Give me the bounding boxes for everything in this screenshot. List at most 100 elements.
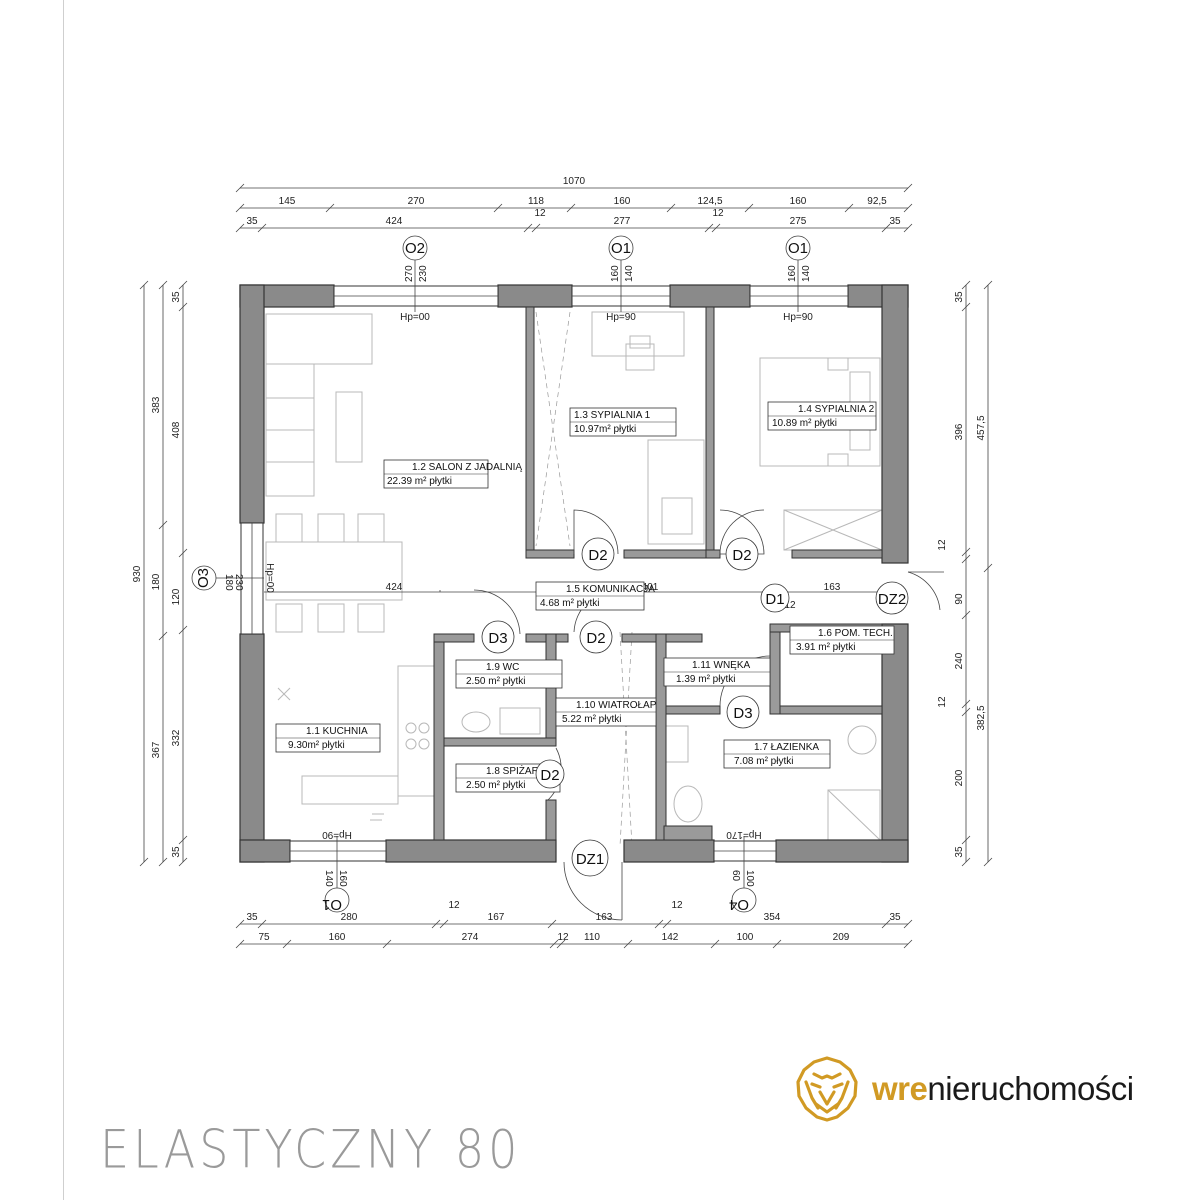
room-lazienka-area: 7.08 m² płytki bbox=[734, 756, 793, 767]
window-tag-o3: O3 bbox=[195, 568, 212, 588]
dim-bot2-100: 100 bbox=[737, 932, 754, 943]
dimension-lines-bottom: 35 280 12 167 163 12 354 35 75 160 274 1… bbox=[235, 900, 913, 949]
dim-left-383: 383 bbox=[151, 396, 162, 413]
room-pomtech: 1.6 POM. TECH. 3.91 m² płytki bbox=[789, 625, 895, 655]
room-komunikacja: 1.5 KOMUNIKACJA 4.68 m² płytki bbox=[535, 581, 655, 611]
dim-right-240: 240 bbox=[954, 652, 965, 669]
dim-right-200: 200 bbox=[954, 769, 965, 786]
dim-left2-35b: 35 bbox=[171, 846, 182, 858]
win-o2-w: 270 bbox=[404, 265, 415, 282]
dim-bot-354: 354 bbox=[764, 912, 781, 923]
inner-163: 163 bbox=[824, 582, 841, 593]
door-tag-d2b: D2 bbox=[732, 547, 751, 564]
dim-bot-12b: 12 bbox=[671, 900, 683, 911]
dimension-lines-top: 1070 145 270 118 160 124,5 160 92,5 35 4… bbox=[235, 176, 913, 233]
win-o1c-h: 140 bbox=[323, 870, 334, 887]
dim-top-160a: 160 bbox=[614, 196, 631, 207]
sill-bottom1: Hp=90 bbox=[322, 829, 352, 840]
dim-bot-280: 280 bbox=[341, 912, 358, 923]
brand-name: wrenieruchomości bbox=[872, 1070, 1134, 1108]
win-o4-h: 60 bbox=[730, 870, 741, 882]
room-sypialnia1: 1.3 SYPIALNIA 1 10.97m² płytki bbox=[569, 407, 677, 437]
room-komunikacja-name: 1.5 KOMUNIKACJA bbox=[566, 584, 655, 595]
room-lazienka: 1.7 ŁAZIENKA 7.08 m² płytki bbox=[723, 739, 831, 769]
dim-right-35b: 35 bbox=[954, 846, 965, 858]
win-o1b-h: 140 bbox=[801, 265, 812, 282]
room-salon: 1.2 SALON Z JADALNIĄ 22.39 m² płytki bbox=[383, 459, 522, 489]
brand-accent: wre bbox=[872, 1070, 928, 1107]
room-komunikacja-area: 4.68 m² płytki bbox=[540, 598, 599, 609]
room-wneka-name: 1.11 WNĘKA bbox=[692, 660, 750, 671]
walls bbox=[239, 284, 909, 863]
dim-bot2-274: 274 bbox=[462, 932, 479, 943]
page-margin-line bbox=[63, 0, 64, 1200]
room-salon-name: 1.2 SALON Z JADALNIĄ bbox=[412, 462, 522, 473]
sill-top3: Hp=90 bbox=[783, 312, 813, 323]
inner-12: 12 bbox=[784, 600, 796, 611]
win-o2-h: 230 bbox=[418, 265, 429, 282]
dim-bot2-142: 142 bbox=[662, 932, 679, 943]
dim-top-total: 1070 bbox=[563, 176, 586, 187]
windows bbox=[240, 285, 849, 862]
door-tags: D2 D2 D3 D2 D1 DZ2 D3 D2 DZ1 bbox=[481, 537, 909, 877]
dim-top-160b: 160 bbox=[790, 196, 807, 207]
room-sypialnia2: 1.4 SYPIALNIA 2 10.89 m² płytki bbox=[767, 401, 877, 431]
sill-top2: Hp=90 bbox=[606, 312, 636, 323]
dim-top2-12a: 12 bbox=[534, 208, 546, 219]
window-tag-o1b: O1 bbox=[788, 240, 808, 257]
win-o3-h: 230 bbox=[233, 574, 244, 591]
room-pomtech-area: 3.91 m² płytki bbox=[796, 642, 855, 653]
plan-title: ELASTYCZNY 80 bbox=[100, 1118, 522, 1181]
dim-bot-35a: 35 bbox=[246, 912, 258, 923]
dim-left2-120: 120 bbox=[171, 588, 182, 605]
room-salon-area: 22.39 m² płytki bbox=[387, 476, 452, 487]
dim-top2-277: 277 bbox=[614, 216, 631, 227]
room-labels: 1.2 SALON Z JADALNIĄ 22.39 m² płytki 1.3… bbox=[275, 401, 895, 793]
door-tag-d1: D1 bbox=[765, 591, 784, 608]
dim-right-35a: 35 bbox=[954, 291, 965, 303]
dim-right-90: 90 bbox=[954, 593, 965, 605]
brand-logo: wrenieruchomości bbox=[792, 1054, 1134, 1124]
dim-top-145: 145 bbox=[279, 196, 296, 207]
window-tag-o2: O2 bbox=[405, 240, 425, 257]
room-wneka: 1.11 WNĘKA 1.39 m² płytki bbox=[663, 657, 771, 687]
dim-top2-275: 275 bbox=[790, 216, 807, 227]
dim-bot-35b: 35 bbox=[889, 912, 901, 923]
door-tag-d3a: D3 bbox=[488, 630, 507, 647]
win-o1c-w: 160 bbox=[337, 870, 348, 887]
room-lazienka-name: 1.7 ŁAZIENKA bbox=[754, 742, 819, 753]
sill-top1: Hp=00 bbox=[400, 312, 430, 323]
dim-top2-35b: 35 bbox=[889, 216, 901, 227]
dim-bot2-160: 160 bbox=[329, 932, 346, 943]
room-wiatrolap-name: 1.10 WIATROŁAP bbox=[576, 700, 657, 711]
lion-icon bbox=[796, 1056, 858, 1122]
room-wc: 1.9 WC 2.50 m² płytki bbox=[455, 659, 563, 689]
dim-right-12b: 12 bbox=[937, 696, 948, 708]
dim-top2-424: 424 bbox=[386, 216, 403, 227]
win-o1a-h: 140 bbox=[624, 265, 635, 282]
room-wc-area: 2.50 m² płytki bbox=[466, 676, 525, 687]
dim-top2-12b: 12 bbox=[712, 208, 724, 219]
dim-bot2-110: 110 bbox=[584, 932, 600, 943]
dim-bot2-75: 75 bbox=[258, 932, 270, 943]
dim-right2-457: 457,5 bbox=[976, 415, 987, 440]
dim-bot2-209: 209 bbox=[833, 932, 850, 943]
room-kuchnia-area: 9.30m² płytki bbox=[288, 740, 345, 751]
win-o3-w: 180 bbox=[223, 574, 234, 591]
door-tag-d2d: D2 bbox=[540, 767, 559, 784]
dim-top-270: 270 bbox=[408, 196, 425, 207]
door-tag-d2c: D2 bbox=[586, 630, 605, 647]
furniture bbox=[265, 311, 883, 841]
dim-right-12a: 12 bbox=[937, 539, 948, 551]
room-sypialnia1-area: 10.97m² płytki bbox=[574, 424, 636, 435]
win-o4-w: 100 bbox=[744, 870, 755, 887]
dim-top-92: 92,5 bbox=[867, 196, 887, 207]
room-sypialnia2-name: 1.4 SYPIALNIA 2 bbox=[798, 404, 875, 415]
room-spizarnia-area: 2.50 m² płytki bbox=[466, 780, 525, 791]
room-wc-name: 1.9 WC bbox=[486, 662, 519, 673]
dim-left-367: 367 bbox=[151, 741, 162, 758]
win-o1b-w: 160 bbox=[787, 265, 798, 282]
dim-left-180: 180 bbox=[151, 573, 162, 590]
door-tag-d3b: D3 bbox=[733, 705, 752, 722]
